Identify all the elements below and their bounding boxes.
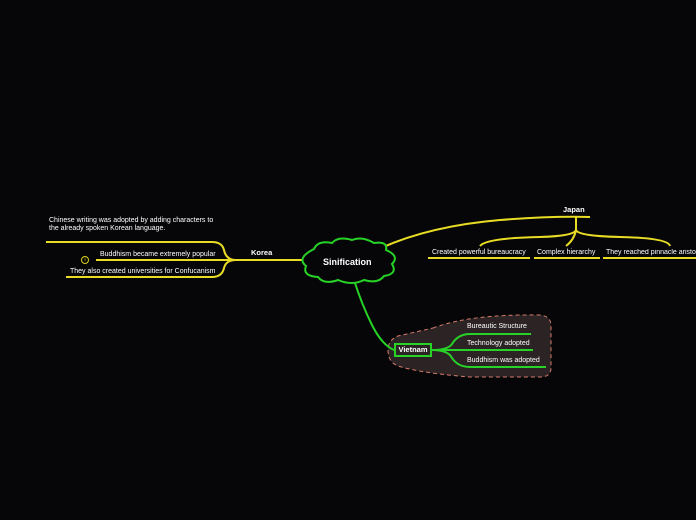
japan-connector bbox=[380, 215, 591, 249]
japan-item-pinnacle[interactable]: They reached pinnacle aristo bbox=[606, 249, 696, 256]
central-topic-label[interactable]: Sinification bbox=[323, 257, 372, 267]
japan-item-hierarchy[interactable]: Complex hierarchy bbox=[537, 249, 596, 256]
japan-item-bureaucracy[interactable]: Created powerful bureaucracy bbox=[432, 249, 526, 256]
japan-branch-1 bbox=[479, 229, 577, 247]
japan-branch-label[interactable]: Japan bbox=[563, 205, 585, 214]
vietnam-group-background bbox=[387, 314, 552, 378]
info-icon[interactable]: i bbox=[81, 256, 89, 264]
vietnam-branch-label[interactable]: Vietnam bbox=[394, 343, 432, 357]
korea-item-buddhism[interactable]: Buddhism became extremely popular bbox=[100, 251, 216, 258]
korea-branch-1 bbox=[46, 241, 237, 261]
korea-branch-label[interactable]: Korea bbox=[251, 248, 273, 257]
vietnam-item-structure[interactable]: Bureautic Structure bbox=[467, 323, 527, 330]
japan-branch-3 bbox=[575, 229, 671, 247]
vietnam-connector bbox=[353, 279, 395, 351]
vietnam-item-technology[interactable]: Technology adopted bbox=[467, 340, 530, 347]
korea-item-writing[interactable]: Chinese writing was adopted by adding ch… bbox=[49, 217, 214, 232]
central-cloud-shape bbox=[301, 237, 396, 284]
korea-item-universities[interactable]: They also created universities for Confu… bbox=[70, 268, 216, 275]
korea-branch-3 bbox=[66, 259, 237, 278]
vietnam-branch-3 bbox=[431, 349, 546, 368]
vietnam-item-buddhism[interactable]: Buddhism was adopted bbox=[467, 357, 540, 364]
japan-branch-2 bbox=[565, 229, 577, 247]
